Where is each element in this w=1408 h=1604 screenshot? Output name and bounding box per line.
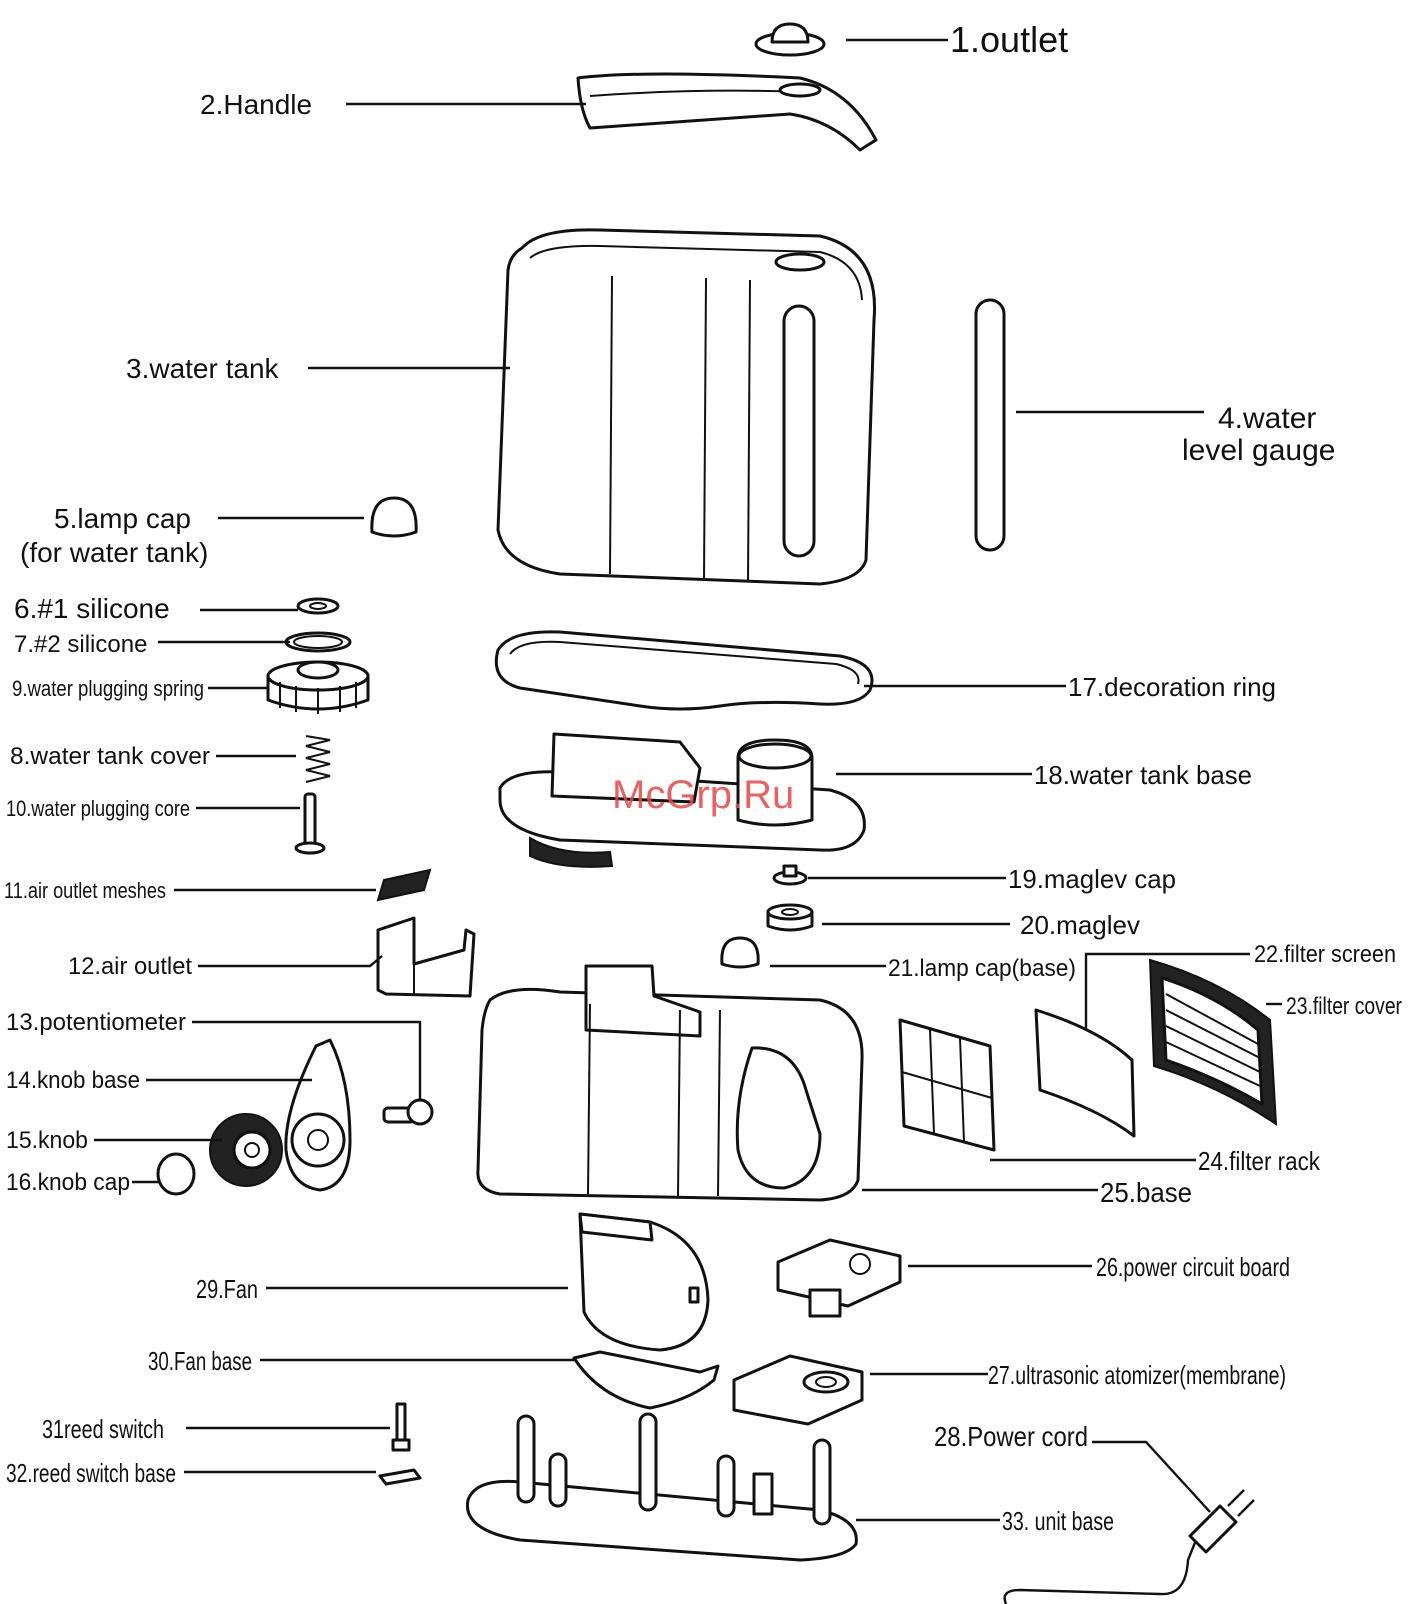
maglev-cap-part xyxy=(772,864,808,886)
label-power-cord: 28.Power cord xyxy=(934,1421,1088,1452)
air-outlet-part xyxy=(376,916,476,998)
filter-screen-part xyxy=(1034,1008,1136,1138)
label-lamp-cap: 5.lamp cap xyxy=(54,503,191,534)
unit-base-part xyxy=(465,1412,858,1562)
label-water-level-gauge-1: 4.water xyxy=(1218,402,1316,435)
filter-rack-part xyxy=(898,1018,996,1152)
label-filter-cover: 23.filter cover xyxy=(1286,993,1402,1020)
knob-base-part xyxy=(284,1038,352,1192)
outlet-part xyxy=(754,22,826,57)
label-ultrasonic-atomizer: 27.ultrasonic atomizer(membrane) xyxy=(988,1360,1286,1390)
label-fan-base: 30.Fan base xyxy=(148,1346,252,1376)
label-water-tank-cover: 8.water tank cover xyxy=(10,743,210,770)
silicone-2-part xyxy=(284,631,352,653)
label-air-outlet-meshes: 11.air outlet meshes xyxy=(4,878,166,903)
label-fan: 29.Fan xyxy=(196,1274,258,1304)
fan-part xyxy=(578,1212,710,1352)
label-power-circuit-board: 26.power circuit board xyxy=(1096,1252,1290,1282)
water-tank-base-part xyxy=(498,732,866,868)
label-outlet: 1.outlet xyxy=(950,19,1068,60)
knob-cap-part xyxy=(156,1152,196,1196)
label-filter-rack: 24.filter rack xyxy=(1198,1146,1321,1176)
spring-coil-part xyxy=(305,735,331,783)
label-air-outlet: 12.air outlet xyxy=(68,953,192,980)
power-circuit-board-part xyxy=(776,1238,902,1318)
filter-cover-part xyxy=(1148,958,1278,1126)
label-knob-cap: 16.knob cap xyxy=(6,1169,130,1196)
water-tank-part xyxy=(496,228,877,586)
lamp-cap-part xyxy=(370,496,418,538)
label-maglev-cap: 19.maglev cap xyxy=(1008,864,1176,894)
labels: 1.outlet 2.Handle 3.water tank 4.water l… xyxy=(4,19,1402,1536)
water-plugging-spring-part xyxy=(266,660,370,714)
label-base: 25.base xyxy=(1100,1177,1192,1208)
silicone-1-part xyxy=(296,597,340,615)
fan-base-part xyxy=(572,1350,720,1410)
knob-part xyxy=(209,1113,283,1187)
label-potentiometer: 13.potentiometer xyxy=(6,1009,186,1036)
label-lamp-cap-note: (for water tank) xyxy=(20,537,208,568)
handle-part xyxy=(576,72,878,152)
potentiometer-part xyxy=(382,1098,434,1126)
water-level-gauge-part xyxy=(974,298,1006,552)
label-handle: 2.Handle xyxy=(200,89,312,120)
label-silicone-1: 6.#1 silicone xyxy=(14,593,170,624)
label-water-tank: 3.water tank xyxy=(126,353,280,384)
ultrasonic-atomizer-part xyxy=(732,1354,864,1426)
label-unit-base: 33. unit base xyxy=(1002,1506,1114,1536)
label-filter-screen: 22.filter screen xyxy=(1254,941,1396,968)
reed-switch-base-part xyxy=(378,1468,422,1486)
label-knob-base: 14.knob base xyxy=(6,1067,140,1094)
label-water-plugging-core: 10.water plugging core xyxy=(6,796,190,821)
label-knob: 15.knob xyxy=(6,1127,88,1154)
power-cord-part xyxy=(1003,1489,1255,1604)
label-water-tank-base: 18.water tank base xyxy=(1034,760,1252,790)
label-water-level-gauge-2: level gauge xyxy=(1182,434,1335,467)
label-reed-switch: 31reed switch xyxy=(42,1414,164,1444)
label-lamp-cap-base: 21.lamp cap(base) xyxy=(888,955,1076,982)
reed-switch-part xyxy=(391,1402,411,1452)
lamp-cap-base-part xyxy=(720,936,760,969)
label-reed-switch-base: 32.reed switch base xyxy=(6,1458,176,1488)
water-plugging-core-part xyxy=(294,792,326,855)
label-silicone-2: 7.#2 silicone xyxy=(14,631,147,658)
maglev-part xyxy=(766,903,814,932)
base-part xyxy=(476,964,864,1202)
label-water-plugging-spring: 9.water plugging spring xyxy=(12,676,204,701)
air-outlet-meshes-part xyxy=(376,868,432,902)
watermark: McGrp.Ru xyxy=(612,773,794,817)
label-maglev: 20.maglev xyxy=(1020,910,1140,940)
decoration-ring-part xyxy=(494,630,874,711)
label-decoration-ring: 17.decoration ring xyxy=(1068,672,1276,702)
leader-lines xyxy=(94,38,1282,1522)
